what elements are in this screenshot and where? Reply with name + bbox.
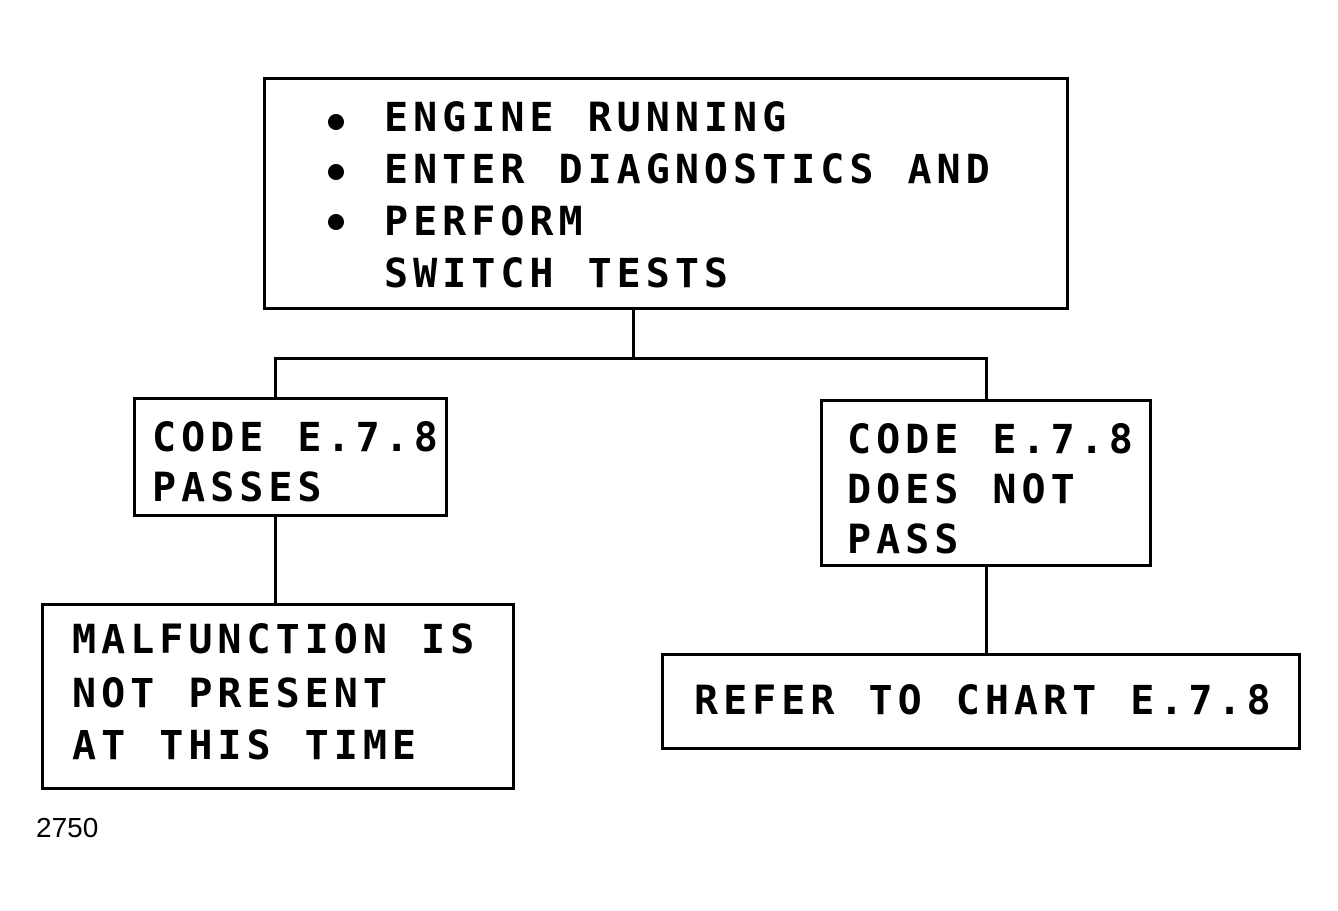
start-line-3: PERFORM bbox=[384, 199, 588, 245]
pass-box: CODE E.7.8 PASSES bbox=[133, 397, 448, 517]
pass-result-box: MALFUNCTION IS NOT PRESENT AT THIS TIME bbox=[41, 603, 515, 790]
connector-pass-result bbox=[274, 514, 277, 606]
figure-number: 2750 bbox=[36, 812, 99, 843]
start-line-1: ENGINE RUNNING bbox=[384, 95, 792, 141]
connector-to-fail bbox=[985, 357, 988, 401]
connector-fail-result bbox=[985, 564, 988, 656]
pass-result-line-3: AT THIS TIME bbox=[72, 723, 421, 769]
bullet-icon bbox=[328, 164, 344, 180]
start-box: ENGINE RUNNING ENTER DIAGNOSTICS AND PER… bbox=[263, 77, 1069, 310]
pass-result-line-2: NOT PRESENT bbox=[72, 671, 392, 717]
fail-line-1: CODE E.7.8 bbox=[847, 417, 1138, 463]
bullet-icon bbox=[328, 214, 344, 230]
fail-line-2: DOES NOT bbox=[847, 467, 1080, 513]
pass-line-1: CODE E.7.8 bbox=[152, 415, 443, 461]
bullet-icon bbox=[328, 114, 344, 130]
pass-result-line-1: MALFUNCTION IS bbox=[72, 617, 480, 663]
fail-box: CODE E.7.8 DOES NOT PASS bbox=[820, 399, 1152, 567]
fail-result-line-1: REFER TO CHART E.7.8 bbox=[694, 678, 1276, 724]
fail-result-box: REFER TO CHART E.7.8 bbox=[661, 653, 1301, 750]
connector-start-down bbox=[632, 308, 635, 360]
pass-line-2: PASSES bbox=[152, 465, 327, 511]
fail-line-3: PASS bbox=[847, 517, 964, 563]
connector-horizontal bbox=[274, 357, 988, 360]
start-line-2: ENTER DIAGNOSTICS AND bbox=[384, 147, 995, 193]
connector-to-pass bbox=[274, 357, 277, 399]
start-line-4: SWITCH TESTS bbox=[384, 251, 733, 297]
